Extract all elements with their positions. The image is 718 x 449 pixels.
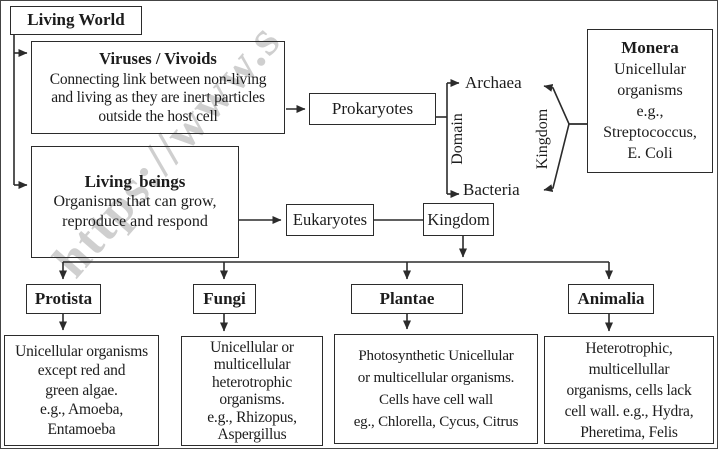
living-beings-box: Living beings Organisms that can grow, r… [31,146,239,258]
kingdom-protista-box: Protista [26,284,101,314]
monera-description: Unicellular organisms e.g., Streptococcu… [603,60,697,162]
monera-box: Monera Unicellular organisms e.g., Strep… [587,29,713,173]
archaea-label: Archaea [465,73,522,92]
domain-axis-label: Domain [449,113,466,165]
plantae-description-box: Photosynthetic Unicellular or multicellu… [334,334,538,444]
viruses-description: Connecting link between non-living and l… [49,70,267,125]
animalia-description-box: Heterotrophic, multicellullar organisms,… [544,336,714,444]
living-world-box: Living World [10,6,142,35]
protista-label: Protista [34,288,93,308]
eukaryotes-label: Eukaryotes [292,210,368,230]
prokaryotes-box: Prokaryotes [309,93,436,125]
animalia-label: Animalia [577,288,645,308]
kingdom-box: Kingdom [423,203,494,236]
fungi-label: Fungi [203,288,246,308]
living-beings-description: Organisms that can grow, reproduce and r… [53,193,217,231]
kingdom-plantae-box: Plantae [351,284,463,314]
living-beings-title: Living beings [84,171,186,191]
living-world-label: Living World [27,10,125,30]
fungi-description-box: Unicellular or multicellular heterotroph… [181,336,323,446]
prokaryotes-label: Prokaryotes [331,98,414,118]
protista-description-box: Unicellular organisms except red and gre… [4,335,159,446]
viruses-box: Viruses / Vivoids Connecting link betwee… [31,41,285,134]
viruses-title: Viruses / Vivoids [99,48,217,68]
kingdom-axis-label: Kingdom [534,108,551,170]
plantae-label: Plantae [379,288,435,308]
kingdom-fungi-box: Fungi [193,284,256,314]
bacteria-label: Bacteria [463,180,520,199]
eukaryotes-box: Eukaryotes [286,204,374,236]
monera-title: Monera [621,38,679,58]
kingdom-animalia-box: Animalia [568,284,654,314]
kingdom-label: Kingdom [427,209,490,229]
